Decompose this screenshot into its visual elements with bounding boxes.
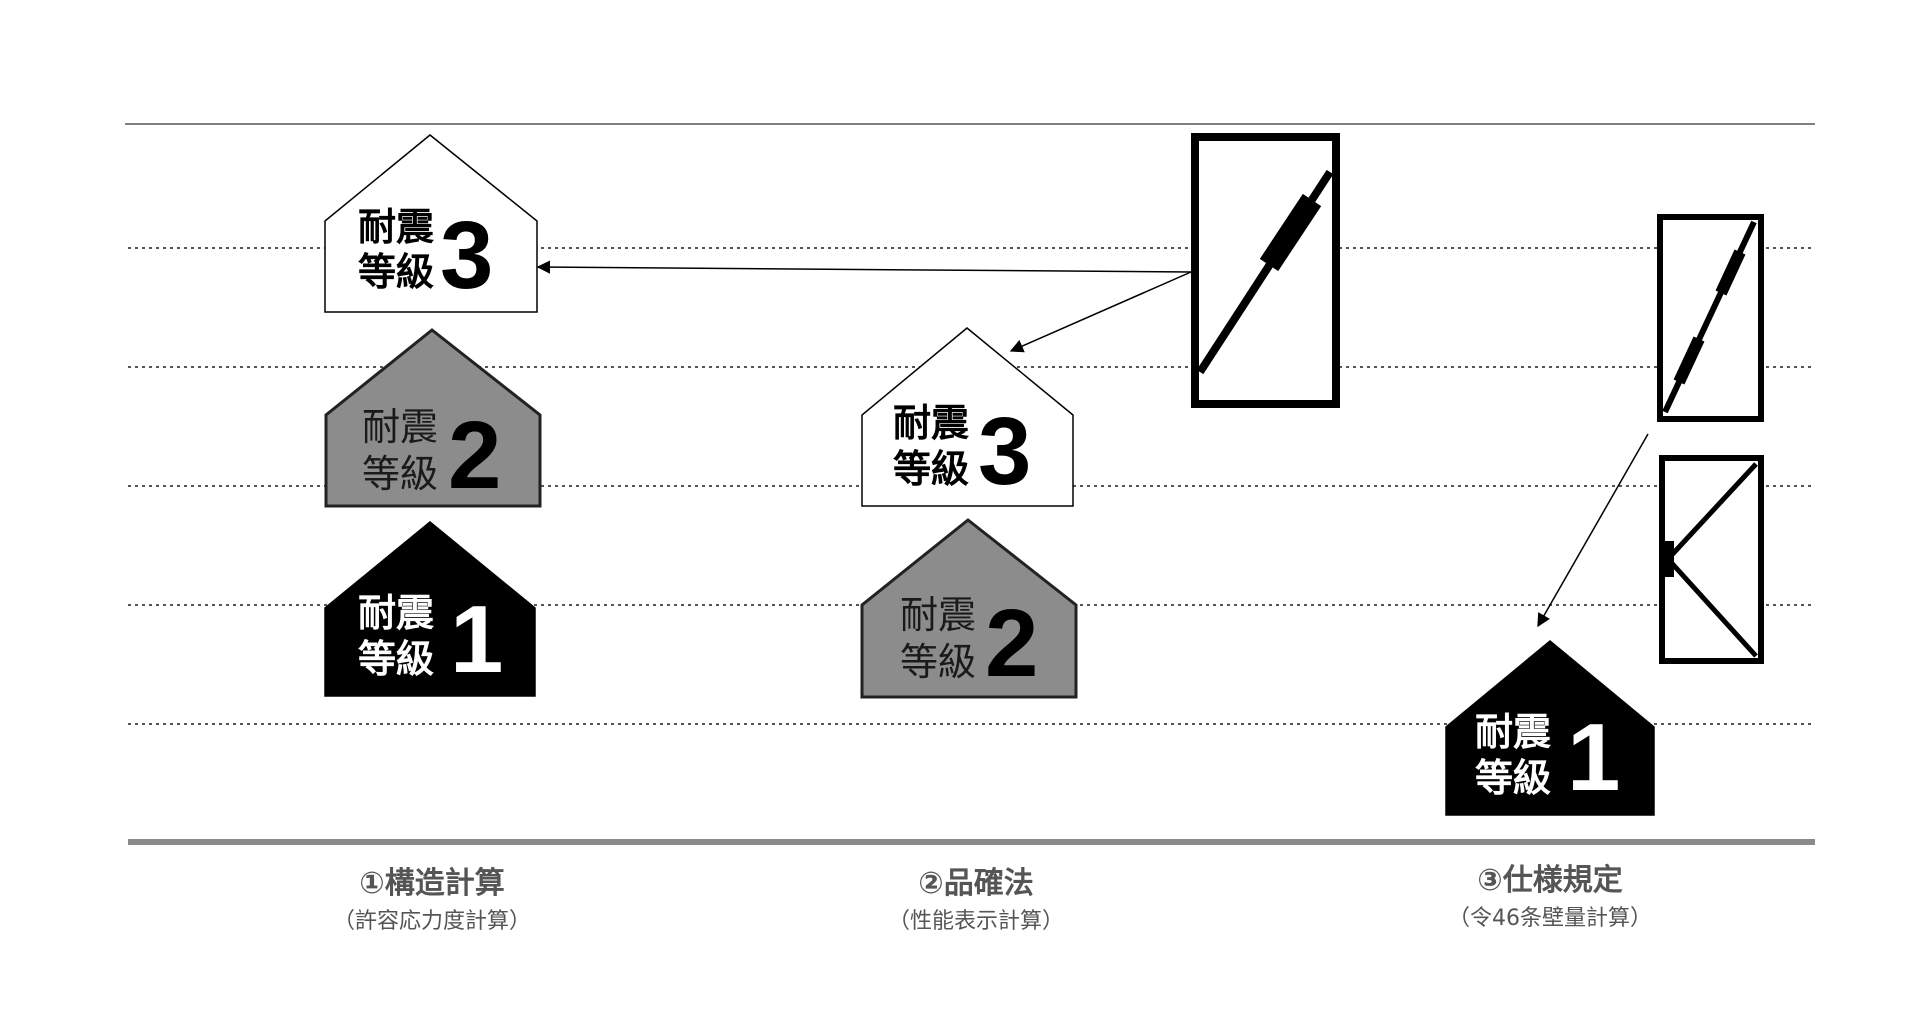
house-word-top: 耐震 [1475, 710, 1552, 754]
house-icon [1445, 640, 1655, 816]
house-word-bottom: 等級 [893, 447, 969, 491]
house-grade-number: 1 [1567, 704, 1620, 811]
house-word-bottom: 等級 [358, 250, 434, 294]
house-structural-grade1: 耐震 等級 1 [324, 521, 536, 697]
method-label-quality: ②品確法 （性能表示計算） [888, 866, 1064, 934]
method-subtitle: （令46条壁量計算） [1448, 906, 1652, 931]
house-grade-number: 2 [448, 402, 501, 509]
house-quality-grade2: 耐震 等級 2 [860, 518, 1078, 699]
house-grade-number: 3 [440, 202, 493, 309]
house-grade-number: 2 [985, 590, 1038, 697]
house-structural-grade2: 耐震 等級 2 [324, 328, 542, 509]
house-word-top: 耐震 [358, 591, 435, 635]
house-icon [324, 134, 538, 313]
house-icon [861, 327, 1074, 507]
braced-wall-icon [1191, 133, 1340, 408]
arrow-icon [536, 260, 1192, 274]
house-icon [860, 518, 1078, 699]
house-word-top: 耐震 [362, 405, 438, 449]
braced-wall-icon [1659, 455, 1764, 664]
house-quality-grade3: 耐震 等級 3 [861, 327, 1074, 507]
house-structural-grade3: 耐震 等級 3 [324, 134, 538, 313]
house-word-bottom: 等級 [358, 637, 434, 681]
method-title: ③仕様規定 [1477, 863, 1622, 898]
arrow-icon [1537, 433, 1649, 628]
method-subtitle: （性能表示計算） [888, 909, 1064, 934]
house-spec-grade1: 耐震 等級 1 [1445, 640, 1655, 816]
house-icon [324, 521, 536, 697]
house-word-bottom: 等級 [362, 452, 438, 496]
house-word-top: 耐震 [358, 205, 435, 249]
method-title: ②品確法 [918, 866, 1033, 901]
house-icon [324, 328, 542, 508]
house-word-top: 耐震 [900, 593, 976, 637]
arrow-icon [1009, 271, 1192, 353]
method-label-specification: ③仕様規定 （令46条壁量計算） [1448, 863, 1652, 931]
method-subtitle: （許容応力度計算） [333, 909, 531, 934]
house-word-bottom: 等級 [1475, 756, 1551, 800]
house-word-bottom: 等級 [900, 640, 976, 684]
braced-wall-icon [1657, 214, 1764, 422]
method-label-structural: ①構造計算 （許容応力度計算） [333, 866, 531, 934]
house-grade-number: 3 [978, 398, 1031, 505]
house-grade-number: 1 [450, 586, 503, 693]
house-word-top: 耐震 [893, 401, 970, 445]
method-title: ①構造計算 [359, 866, 504, 901]
